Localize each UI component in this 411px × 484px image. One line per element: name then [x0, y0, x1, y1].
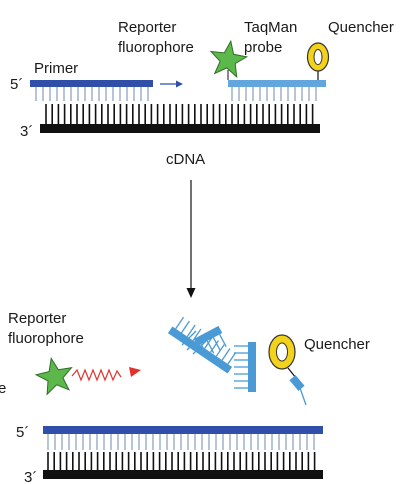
probe-fragment-2	[193, 325, 227, 357]
probe-fragment-4	[181, 330, 207, 355]
bottom-5prime-label: 5´	[16, 424, 29, 441]
top-primer-label: Primer	[34, 60, 78, 77]
probe-fragment-1	[167, 316, 237, 374]
bottom-fluorophore-star-icon	[34, 357, 73, 396]
top-taqman-probe	[228, 80, 326, 101]
top-taqman-label-1: TaqMan	[244, 19, 297, 36]
top-3prime-label: 3´	[20, 123, 33, 140]
bottom-edge-fragment: e	[0, 380, 6, 397]
bottom-quencher-ring-icon	[268, 334, 307, 406]
top-template-strand	[40, 104, 320, 133]
top-reporter-label-2: fluorophore	[118, 39, 194, 56]
extension-arrow	[160, 80, 183, 88]
top-5prime-label: 5´	[10, 76, 23, 93]
top-primer	[30, 80, 153, 101]
top-quencher-ring-icon	[306, 42, 330, 80]
bottom-extended-strand	[43, 426, 323, 450]
bottom-reporter-label-1: Reporter	[8, 310, 66, 327]
process-arrow	[186, 180, 196, 298]
top-fluorophore-star-icon	[209, 39, 249, 80]
emission-wave	[71, 367, 141, 382]
cdna-label: cDNA	[166, 151, 205, 168]
top-taqman-label-2: probe	[244, 39, 282, 56]
bottom-template-strand	[43, 452, 323, 479]
bottom-3prime-label: 3´	[24, 469, 37, 484]
top-reporter-label-1: Reporter	[118, 19, 176, 36]
probe-fragment-3	[234, 342, 256, 392]
bottom-reporter-label-2: fluorophore	[8, 330, 84, 347]
bottom-quencher-label: Quencher	[304, 336, 370, 353]
top-quencher-label: Quencher	[328, 19, 394, 36]
